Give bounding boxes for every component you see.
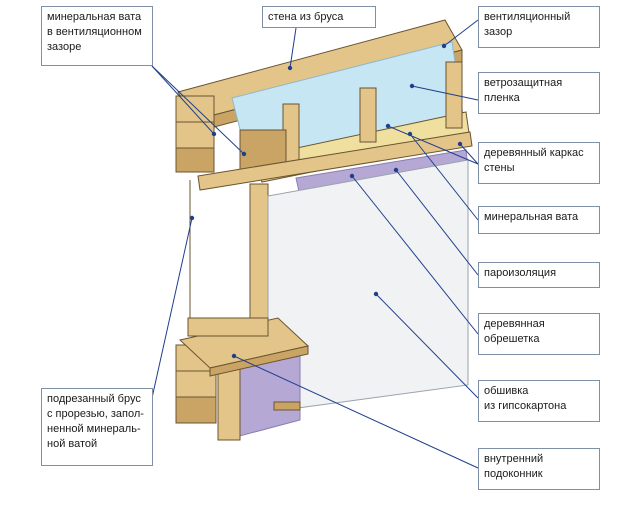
frame-rail <box>197 131 473 191</box>
leader-ventilation-gap <box>443 19 479 47</box>
left-log-3 <box>175 147 215 173</box>
leader-mineral-wool-gap-2 <box>151 65 245 155</box>
window-jamb <box>249 183 269 335</box>
leader-wood-frame-2 <box>459 143 479 165</box>
window-sill-edge <box>209 345 309 377</box>
left-log-2 <box>175 121 215 149</box>
dot-wind-film <box>409 83 415 89</box>
dot-vapor-barrier <box>393 167 399 173</box>
leader-timber-wall <box>289 27 297 69</box>
label-wood-frame: деревянный каркас стены <box>478 142 600 184</box>
leader-lines <box>151 19 479 469</box>
dot-mineral-wool-gap-2 <box>241 151 247 157</box>
dot-wood-frame <box>385 123 391 129</box>
sill-frame <box>187 317 269 337</box>
label-sill: внутренний подоконник <box>478 448 600 490</box>
label-drywall: обшивка из гипсокартона <box>478 380 600 422</box>
stud-2 <box>359 87 377 143</box>
leader-wood-lathing <box>351 175 479 335</box>
label-cut-beam: подрезанный брус с прорезью, запол- ненн… <box>41 388 153 466</box>
label-vapor-barrier: пароизоляция <box>478 262 600 288</box>
dot-timber-wall <box>287 65 293 71</box>
label-mineral-wool-gap: минеральная вата в вентиляционном зазоре <box>41 6 153 66</box>
dot-drywall <box>373 291 379 297</box>
dot-mineral-wool <box>407 131 413 137</box>
lower-rail <box>273 401 301 411</box>
leader-dots <box>189 43 463 359</box>
leader-cut-beam <box>151 217 193 399</box>
label-timber-wall: стена из бруса <box>262 6 376 28</box>
leader-sill <box>233 355 479 469</box>
dot-cut-beam <box>189 215 195 221</box>
dot-wood-frame-2 <box>457 141 463 147</box>
left-log-5 <box>175 370 217 398</box>
label-wind-film: ветрозащитная пленка <box>478 72 600 114</box>
dot-mineral-wool-gap <box>211 131 217 137</box>
dot-wood-lathing <box>349 173 355 179</box>
label-wood-lathing: деревянная обрешетка <box>478 313 600 355</box>
label-mineral-wool: минеральная вата <box>478 206 600 234</box>
dot-sill <box>231 353 237 359</box>
leader-mineral-wool-gap <box>151 65 215 135</box>
label-ventilation-gap: вентиляционный зазор <box>478 6 600 48</box>
left-log-6 <box>175 396 217 424</box>
left-log-1 <box>175 95 215 123</box>
leader-drywall <box>375 293 479 399</box>
leader-wood-frame <box>387 125 479 165</box>
leader-mineral-wool <box>409 133 479 221</box>
dot-ventilation-gap <box>441 43 447 49</box>
leader-wind-film <box>411 85 479 101</box>
leader-vapor-barrier <box>395 169 479 276</box>
